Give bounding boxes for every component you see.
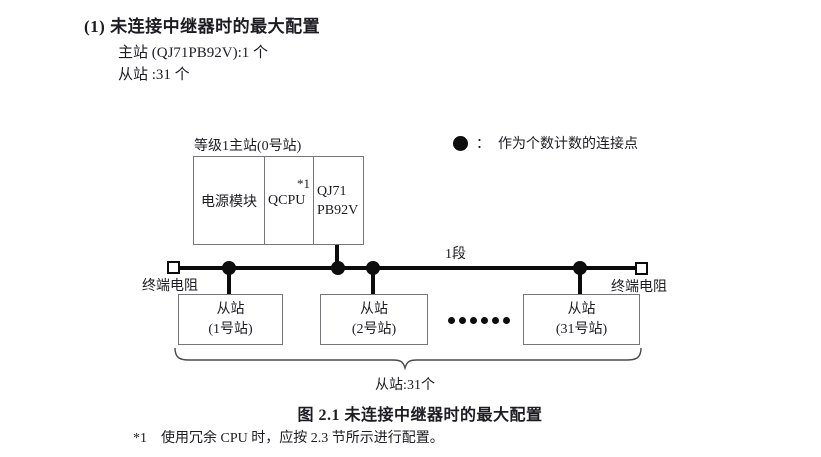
terminating-resistor-right-icon [635,262,648,275]
connection-point-icon [453,135,468,151]
connection-point-dot [331,261,345,275]
legend-text: 作为个数计数的连接点 [498,137,638,152]
section-heading: (1) 未连接中继器时的最大配置 [84,17,321,36]
slave-line1: 从站 [567,301,596,317]
footnote-text: 使用冗余 CPU 时，应按 2.3 节所示进行配置。 [161,431,444,446]
network-module-cell: QJ71 PB92V [314,157,362,244]
slave-count-label: 从站:31个 [375,378,435,393]
slave-line2: (1号站) [208,321,253,337]
slave31-drop-line [578,270,582,294]
terminator-right-label: 终端电阻 [611,280,667,295]
master-spec-line: 主站 (QJ71PB92V):1 个 [118,45,269,61]
footnote: *1 使用冗余 CPU 时，应按 2.3 节所示进行配置。 [133,427,444,447]
ellipsis-dots [448,317,510,324]
master-station-label: 等级1主站(0号站) [194,139,302,154]
slave-station-box-31: 从站 (31号站) [523,294,640,345]
figure-caption: 图 2.1 未连接中继器时的最大配置 [297,407,543,424]
power-module-cell: 电源模块 [194,157,265,244]
slave2-drop-line [371,270,375,294]
legend-separator: ： [476,137,490,152]
network-module-line1: QJ71 [317,183,347,199]
terminator-left-label: 终端电阻 [142,279,198,294]
cpu-footnote-marker: *1 [297,176,310,191]
slave-station-box-2: 从站 (2号站) [320,294,428,345]
slave-station-box-1: 从站 (1号站) [178,294,283,345]
connection-point-dot [366,261,380,275]
terminating-resistor-left-icon [167,261,180,274]
slave-line2: (31号站) [555,321,608,337]
slave-spec-line: 从站 :31 个 [118,67,190,83]
cpu-label: QCPU [268,192,306,208]
footnote-marker: *1 [133,431,147,446]
slave-line2: (2号站) [351,321,397,337]
underbrace [174,347,642,371]
bus-line [180,266,635,270]
slave1-drop-line [227,270,231,294]
legend: ： 作为个数计数的连接点 [453,133,638,153]
slave-line1: 从站 [360,301,388,317]
connection-point-dot [222,261,236,275]
master-drop-line [335,245,339,267]
segment-label: 1段 [445,247,466,262]
master-station-box: 电源模块 *1 QCPU QJ71 PB92V [193,156,364,245]
cpu-cell: *1 QCPU [265,157,314,244]
connection-point-dot [573,261,587,275]
network-module-line2: PB92V [317,202,359,218]
slave-line1: 从站 [216,301,245,317]
